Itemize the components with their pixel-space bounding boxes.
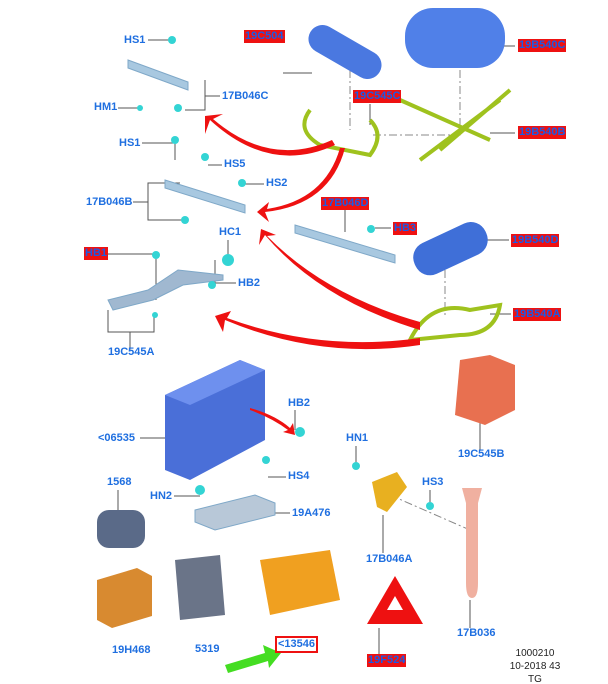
part-19C545B [455, 355, 515, 425]
label-1568: 1568 [107, 476, 132, 488]
label-HN2: HN2 [150, 490, 173, 502]
label-19B540C: 19B540C [518, 39, 567, 52]
brackets-green [302, 88, 512, 343]
part-17B036 [462, 488, 482, 598]
label-19F524: 19F524 [367, 654, 407, 667]
label-19H468: 19H468 [112, 644, 151, 656]
module-06535 [165, 360, 265, 480]
label-HB2: HB2 [288, 397, 311, 409]
label-13546: <13546 [274, 636, 319, 653]
label-06535: <06535 [98, 432, 136, 444]
label-19B540D: 19B540D [511, 234, 560, 247]
label-HM1: HM1 [94, 101, 118, 113]
label-HS5: HS5 [224, 158, 246, 170]
label-17B046B: 17B046B [86, 196, 133, 208]
part-19H468 [97, 568, 152, 628]
part-17B046A [372, 472, 407, 512]
label-HC1: HC1 [219, 226, 242, 238]
label-19B540A: 19B540A [513, 308, 562, 321]
label-HS1: HS1 [124, 34, 146, 46]
label-19B540B: 19B540B [518, 126, 567, 139]
label-19C545B: 19C545B [458, 448, 505, 460]
assembly-lines [349, 70, 471, 560]
label-17B046C: 17B046C [222, 90, 269, 102]
label-19C504: 19C504 [244, 30, 285, 43]
label-17B036: 17B036 [457, 627, 496, 639]
label-HS3: HS3 [422, 476, 444, 488]
label-19C545C: 19C545C [353, 90, 402, 103]
label-5319: 5319 [195, 643, 220, 655]
label-HB1: HB1 [84, 247, 109, 260]
label-HB3: HB3 [393, 222, 418, 235]
reference-date: 10-2018 43 [509, 661, 561, 672]
label-HN1: HN1 [346, 432, 369, 444]
label-17B046A: 17B046A [366, 553, 413, 565]
green-arrow [225, 645, 281, 673]
canister-19B540D [413, 222, 488, 276]
red-arrows [205, 114, 420, 435]
label-HS2: HS2 [266, 177, 288, 189]
label-HS4: HS4 [288, 470, 310, 482]
part-5319 [175, 555, 225, 620]
label-HB2: HB2 [238, 277, 261, 289]
reference-number: 1000210 [515, 648, 555, 659]
fasteners [137, 36, 434, 510]
label-HS1: HS1 [119, 137, 141, 149]
canister-19C504 [308, 25, 382, 79]
label-19C545A: 19C545A [108, 346, 155, 358]
reference-block: 1000210 10-2018 43 TG [500, 647, 570, 684]
plates [107, 59, 396, 531]
part-13546 [260, 550, 340, 615]
other-parts [97, 355, 515, 628]
part-1568 [97, 510, 145, 548]
label-17B046D: 17B046D [321, 197, 370, 210]
canister-19B540C [405, 8, 505, 68]
label-19A476: 19A476 [292, 507, 331, 519]
canisters [308, 8, 505, 276]
reference-code: TG [528, 674, 542, 684]
